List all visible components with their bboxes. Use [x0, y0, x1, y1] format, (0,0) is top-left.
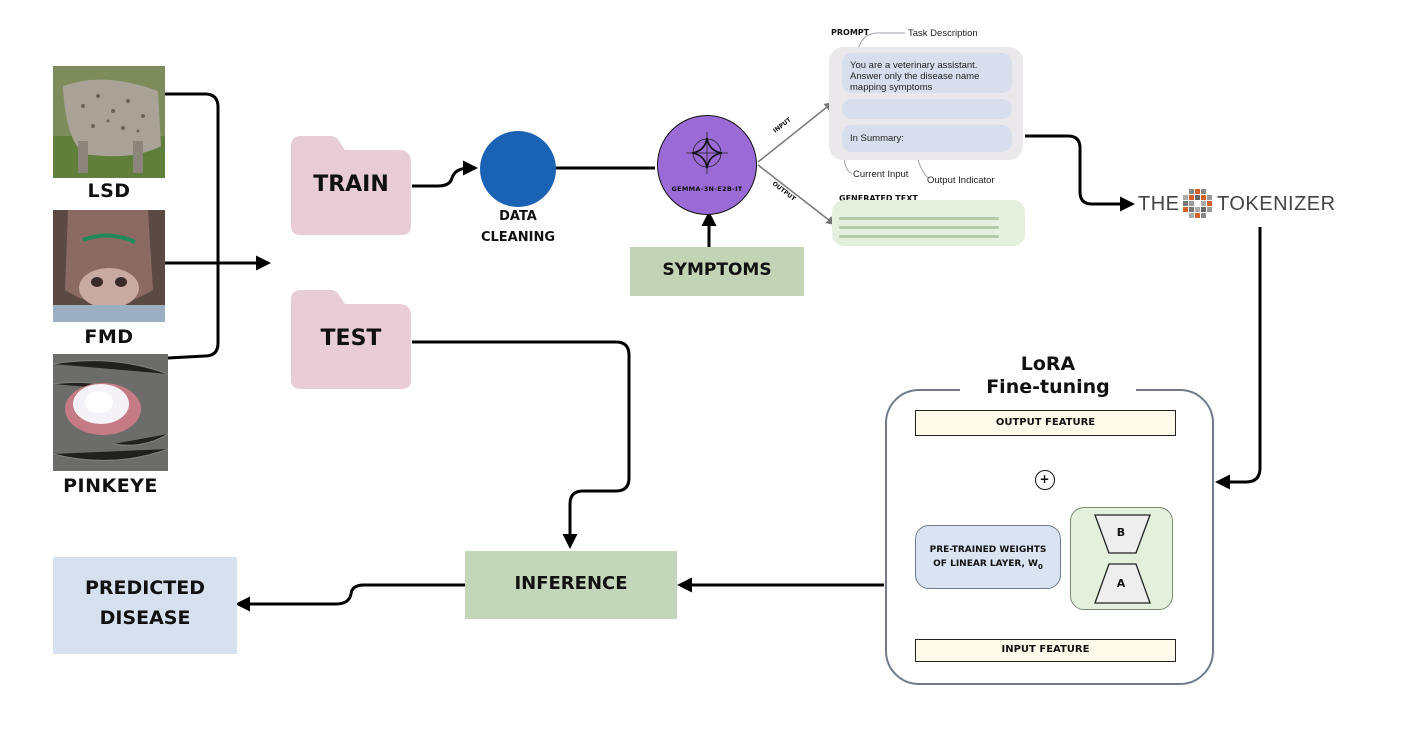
instruction-text: You are a veterinary assistant. Answer o…: [842, 53, 1012, 93]
tokenizer-to-lora-arrow: [1215, 227, 1262, 490]
matrix-b-shape: [1093, 513, 1151, 554]
cattle-eye-photo: [53, 354, 168, 471]
generated-line: [839, 235, 999, 238]
generated-line: [839, 226, 999, 229]
summary-text: In Summary:: [842, 125, 1012, 152]
train-to-cleaning-arrow: [412, 160, 478, 188]
lora-title-bg: [960, 350, 1136, 398]
folder-icon: [291, 136, 411, 235]
data-cleaning-label-1: DATA: [499, 209, 537, 224]
predicted-label-2: DISEASE: [99, 607, 191, 629]
data-cleaning-node: [480, 131, 556, 207]
predicted-disease-box: PREDICTED DISEASE: [53, 557, 237, 654]
prompt-panel: You are a veterinary assistant. Answer o…: [829, 47, 1023, 160]
sparkle-star-icon: [686, 132, 728, 174]
lora-title-1: LoRA: [1020, 353, 1076, 375]
train-label: TRAIN: [313, 172, 389, 197]
pretrained-line-1: PRE-TRAINED WEIGHTS: [929, 545, 1047, 555]
cattle-skin-lesions-photo: [53, 66, 165, 178]
folder-icon: [291, 290, 411, 389]
matrix-a-shape: [1093, 562, 1151, 604]
pinkeye-photo: [53, 354, 168, 471]
symptoms-label: SYMPTOMS: [662, 260, 772, 280]
generated-text-panel: [832, 200, 1025, 246]
lsd-label: LSD: [87, 180, 131, 202]
input-arrow: [757, 101, 834, 163]
matrix-a-label: A: [1116, 577, 1126, 590]
cattle-mouth-photo: [53, 210, 165, 322]
gemma-model-node: GEMMA-3N-E2B-IT: [657, 115, 757, 215]
pinkeye-label: PINKEYE: [63, 475, 158, 497]
generated-line: [839, 217, 999, 220]
pretrained-subscript: 0: [1037, 562, 1043, 571]
test-label: TEST: [320, 326, 382, 351]
generated-text-heading: GENERATED TEXT: [839, 194, 918, 203]
train-folder: TRAIN: [291, 136, 411, 235]
fmd-label: FMD: [84, 326, 134, 348]
task-desc-curve: [857, 32, 905, 51]
test-folder: TEST: [291, 290, 411, 389]
test-to-inference-arrow: [412, 340, 631, 549]
pretrained-weights-box: PRE-TRAINED WEIGHTS OF LINEAR LAYER, W0: [915, 525, 1061, 589]
pretrained-line-2: OF LINEAR LAYER, W0: [916, 557, 1060, 574]
data-cleaning-label-2: CLEANING: [480, 230, 556, 245]
tokenizer-text-left: THE: [1138, 193, 1180, 215]
predicted-label-1: PREDICTED: [84, 577, 206, 599]
output-indicator-label: Output Indicator: [927, 175, 995, 186]
sum-node: +: [1035, 470, 1055, 490]
inference-box: INFERENCE: [465, 551, 677, 619]
inference-to-predicted-arrow: [235, 583, 465, 612]
inference-label: INFERENCE: [514, 573, 628, 594]
fmd-photo: [53, 210, 165, 322]
symptoms-box: SYMPTOMS: [630, 247, 804, 296]
current-input-slot: [842, 99, 1012, 119]
tokenizer-logo: THE TOKENIZER: [1138, 186, 1338, 222]
current-input-label: Current Input: [853, 169, 909, 180]
output-feature-bar: OUTPUT FEATURE: [915, 410, 1176, 436]
task-description-label: Task Description: [908, 28, 978, 39]
adapter-matrices: [1093, 513, 1151, 604]
model-label: GEMMA-3N-E2B-IT: [671, 185, 743, 193]
pixel-globe-icon: [1183, 189, 1212, 218]
output-arrow: [757, 164, 836, 226]
prompt-to-tokenizer-arrow: [1025, 134, 1135, 212]
prompt-heading: PROMPT: [831, 28, 870, 37]
images-bracket: [165, 92, 220, 360]
input-feature-bar: INPUT FEATURE: [915, 639, 1176, 662]
lora-title-2: Fine-tuning: [986, 376, 1110, 398]
matrix-b-label: B: [1116, 526, 1126, 539]
sum-symbol: +: [1039, 472, 1050, 486]
lora-adapter-box: B A: [1070, 507, 1173, 610]
pretrained-line-2-text: OF LINEAR LAYER, W: [933, 559, 1038, 569]
lsd-photo: [53, 66, 165, 178]
tokenizer-text-right: TOKENIZER: [1217, 193, 1336, 215]
